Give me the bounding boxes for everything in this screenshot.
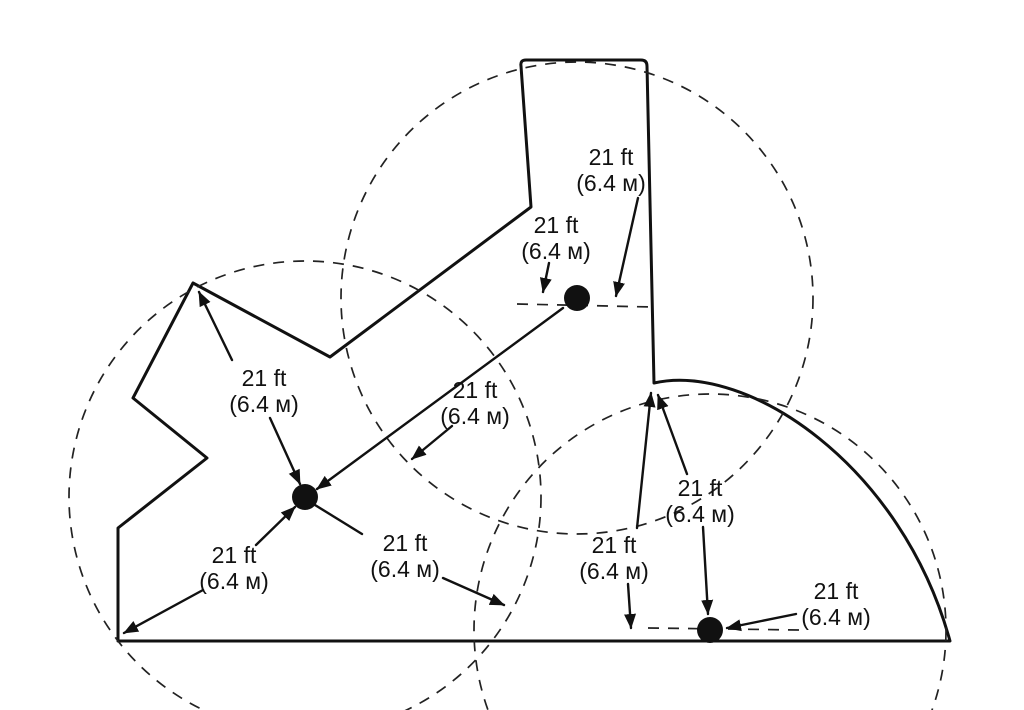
arrow-down-to-bottom-wall bbox=[624, 582, 637, 630]
radius-label-6-m: (6.4 м) bbox=[370, 556, 440, 582]
radius-label-1-ft: 21 ft bbox=[589, 144, 634, 170]
arrow-to-bottom-left-corner bbox=[122, 588, 205, 635]
arrow-label-to-left-detector bbox=[268, 416, 302, 486]
radius-label-4-m: (6.4 м) bbox=[440, 403, 510, 429]
arrow-down-to-right-detector bbox=[701, 525, 714, 616]
arrow-to-lower-circle-edge bbox=[441, 576, 506, 607]
detector-dot-right bbox=[697, 617, 723, 643]
radius-label-8-ft: 21 ft bbox=[678, 475, 723, 501]
detector-dot-top bbox=[564, 285, 590, 311]
radius-label-6-ft: 21 ft bbox=[383, 530, 428, 556]
arrow-up-to-dome-corner bbox=[656, 393, 689, 476]
arrow-top-detector-to-left-detector bbox=[315, 306, 565, 491]
leader-left-detector-to-label bbox=[313, 503, 364, 536]
radius-label-9-ft: 21 ft bbox=[814, 578, 859, 604]
coverage-circle-top-detector bbox=[340, 61, 814, 535]
radius-label-1-m: (6.4 м) bbox=[576, 170, 646, 196]
arrow-roof-to-top-detector bbox=[539, 261, 552, 294]
radius-label-7-m: (6.4 м) bbox=[579, 558, 649, 584]
arrow-lower-left-to-detector bbox=[254, 505, 297, 547]
radius-label-8-m: (6.4 м) bbox=[665, 501, 735, 527]
coverage-circle-right-detector bbox=[473, 393, 947, 710]
radius-label-5-m: (6.4 м) bbox=[199, 568, 269, 594]
detector-dot-left bbox=[292, 484, 318, 510]
reference-line-right-detector bbox=[647, 627, 801, 631]
radius-label-3-ft: 21 ft bbox=[242, 365, 287, 391]
coverage-circle-left-detector bbox=[68, 260, 542, 710]
arrow-left-to-right-detector bbox=[725, 612, 798, 632]
radius-label-2-ft: 21 ft bbox=[534, 212, 579, 238]
radius-label-2-m: (6.4 м) bbox=[521, 238, 591, 264]
radius-label-3-m: (6.4 м) bbox=[229, 391, 299, 417]
arrow-chimney-top-to-detector bbox=[613, 196, 640, 298]
building-outline bbox=[116, 58, 952, 643]
radius-label-5-ft: 21 ft bbox=[212, 542, 257, 568]
arrow-center-to-circle-edge bbox=[410, 424, 454, 461]
arrow-corner-up-vertical bbox=[635, 391, 656, 530]
radius-label-4-ft: 21 ft bbox=[453, 377, 498, 403]
radius-label-7-ft: 21 ft bbox=[592, 532, 637, 558]
radius-label-9-m: (6.4 м) bbox=[801, 604, 871, 630]
arrow-to-left-peak bbox=[197, 290, 234, 362]
